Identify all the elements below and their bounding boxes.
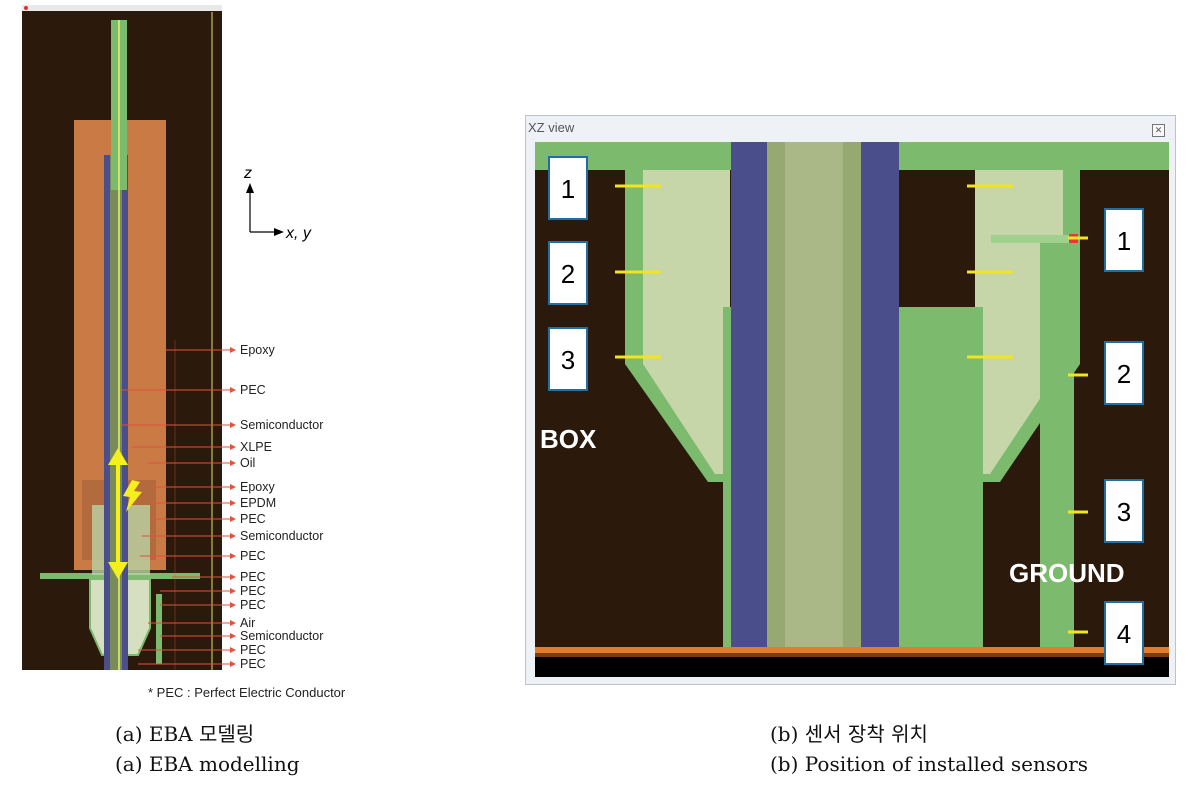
leader-arrow-icon — [230, 444, 236, 450]
window-close-dot-icon — [24, 6, 28, 10]
bottom-base — [535, 657, 1169, 677]
material-label-9: PEC — [240, 549, 266, 563]
material-label-13: Air — [240, 616, 255, 630]
ground-label: GROUND — [1009, 558, 1125, 588]
bottom-plate-edge — [535, 653, 1169, 657]
right-semiconductor — [861, 142, 899, 647]
leader-arrow-icon — [230, 602, 236, 608]
material-label-14: Semiconductor — [240, 629, 323, 643]
ground-rod — [156, 594, 162, 664]
box-sensor-label-3: 3 — [548, 327, 588, 391]
leader-arrow-icon — [230, 387, 236, 393]
leader-arrow-icon — [230, 347, 236, 353]
ground-arm — [991, 235, 1075, 243]
box-label: BOX — [540, 424, 597, 454]
leader-arrow-icon — [230, 460, 236, 466]
leader-arrow-icon — [230, 484, 236, 490]
material-label-4: Oil — [240, 456, 255, 470]
xy-axis-label: x, y — [285, 225, 312, 242]
svg-text:2: 2 — [561, 259, 575, 289]
material-leader-lines: EpoxyPECSemiconductorXLPEOilEpoxyEPDMPEC… — [122, 343, 323, 671]
caption-a-english: (a) EBA modelling — [115, 752, 300, 776]
caption-a-korean: (a) EBA 모델링 — [115, 722, 255, 746]
box-sensor-label-2: 2 — [548, 241, 588, 305]
z-axis-arrow-icon — [246, 183, 254, 193]
material-label-12: PEC — [240, 598, 266, 612]
left-cone-inner — [643, 170, 730, 474]
discharge-arrow-up-icon — [108, 448, 128, 465]
ground-sensor-label-4: 4 — [1104, 601, 1144, 665]
discharge-arrow-down-icon — [108, 562, 128, 579]
material-label-0: Epoxy — [240, 343, 275, 357]
svg-text:3: 3 — [561, 345, 575, 375]
leader-arrow-icon — [230, 574, 236, 580]
ground-sensor-label-3: 3 — [1104, 479, 1144, 543]
svg-text:1: 1 — [561, 174, 575, 204]
material-label-15: PEC — [240, 643, 266, 657]
panel-a-titlebar — [22, 5, 222, 11]
material-label-10: PEC — [240, 570, 266, 584]
panel-a-footnote: * PEC : Perfect Electric Conductor — [148, 685, 346, 700]
material-label-7: PEC — [240, 512, 266, 526]
material-label-1: PEC — [240, 383, 266, 397]
cable-xlpe — [110, 155, 122, 670]
leader-arrow-icon — [230, 516, 236, 522]
leader-arrow-icon — [230, 661, 236, 667]
material-label-5: Epoxy — [240, 480, 275, 494]
leader-arrow-icon — [230, 620, 236, 626]
caption-b-english: (b) Position of installed sensors — [770, 752, 1089, 776]
bottom-orange-plate — [535, 647, 1169, 653]
leader-arrow-icon — [230, 500, 236, 506]
leader-arrow-icon — [230, 633, 236, 639]
left-semiconductor — [731, 142, 767, 647]
leader-arrow-icon — [230, 533, 236, 539]
material-label-11: PEC — [240, 584, 266, 598]
material-label-8: Semiconductor — [240, 529, 323, 543]
ground-sensor-label-1: 1 — [1104, 208, 1144, 272]
lightning-icon — [123, 480, 142, 512]
leader-arrow-icon — [230, 553, 236, 559]
center-conductor-highlight — [785, 142, 843, 647]
material-label-3: XLPE — [240, 440, 272, 454]
panel-b-diagram: 1 2 3 1 2 3 4 BOX GROUND — [535, 142, 1169, 677]
svg-text:1: 1 — [1117, 226, 1131, 256]
z-axis-label: z — [243, 165, 252, 182]
material-label-6: EPDM — [240, 496, 276, 510]
ground-bar — [1040, 243, 1074, 647]
leader-arrow-icon — [230, 588, 236, 594]
xy-axis-arrow-icon — [274, 228, 284, 236]
panel-b-window-title: XZ view — [528, 120, 575, 135]
svg-text:3: 3 — [1117, 497, 1131, 527]
ground-sensor-label-2: 2 — [1104, 341, 1144, 405]
window-close-button[interactable]: ✕ — [1152, 124, 1165, 137]
svg-text:4: 4 — [1117, 619, 1131, 649]
material-label-2: Semiconductor — [240, 418, 323, 432]
box-sensor-label-1: 1 — [548, 156, 588, 220]
svg-text:2: 2 — [1117, 359, 1131, 389]
leader-arrow-icon — [230, 422, 236, 428]
material-label-16: PEC — [240, 657, 266, 671]
leader-arrow-icon — [230, 647, 236, 653]
panel-a-diagram: z x, y EpoxyPECSemiconductorXLPEOilEpoxy… — [22, 5, 323, 671]
caption-b-korean: (b) 센서 장착 위치 — [770, 722, 928, 746]
